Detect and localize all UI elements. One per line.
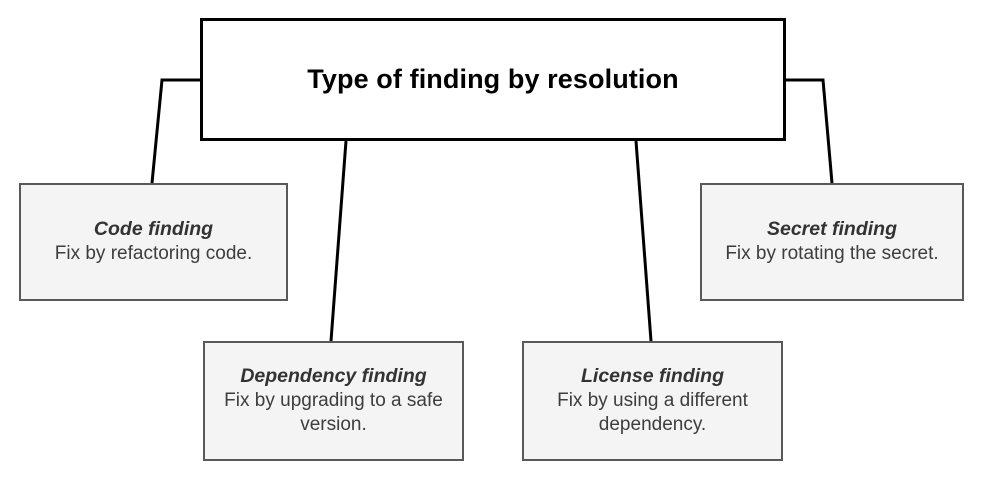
node-dependency-finding: Dependency finding Fix by upgrading to a… — [203, 341, 464, 461]
node-dependency-finding-description: Fix by upgrading to a safe version. — [224, 390, 443, 436]
node-code-finding-description: Fix by refactoring code. — [54, 243, 253, 265]
root-node: Type of finding by resolution — [200, 18, 786, 141]
node-license-finding: License finding Fix by using a different… — [522, 341, 783, 461]
connector-root-to-secret — [786, 78, 834, 184]
node-dependency-finding-title: Dependency finding — [240, 365, 427, 388]
connector-root-to-code — [150, 78, 200, 184]
node-code-finding-title: Code finding — [93, 218, 214, 241]
connector-root-to-license — [634, 140, 653, 342]
node-license-finding-title: License finding — [580, 365, 724, 388]
node-code-finding: Code finding Fix by refactoring code. — [19, 183, 288, 301]
connector-root-to-dependency — [329, 140, 348, 342]
node-secret-finding: Secret finding Fix by rotating the secre… — [700, 183, 964, 301]
node-secret-finding-description: Fix by rotating the secret. — [725, 243, 939, 265]
node-license-finding-description: Fix by using a different dependency. — [557, 390, 748, 436]
node-secret-finding-title: Secret finding — [766, 218, 898, 241]
root-node-title: Type of finding by resolution — [307, 64, 679, 94]
